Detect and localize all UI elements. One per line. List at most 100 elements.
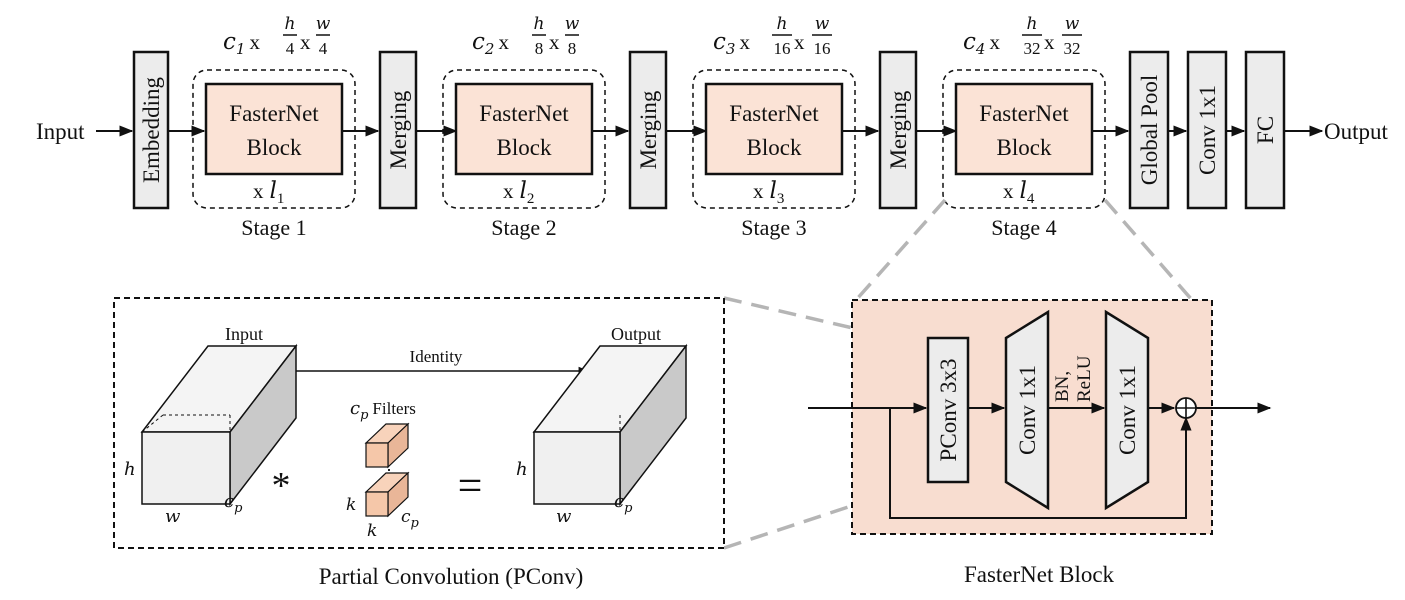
residual-add-icon — [1175, 397, 1197, 419]
stage-3-times-2: x — [794, 30, 805, 54]
input-h-label: h — [124, 459, 136, 480]
filter-cube-bottom — [364, 471, 410, 518]
svg-text:16: 16 — [774, 39, 791, 58]
pconv-caption: Partial Convolution (PConv) — [319, 564, 584, 589]
svg-text:4: 4 — [319, 39, 328, 58]
global-pool-box: Global Pool — [1128, 50, 1170, 210]
merging-box-3: Merging — [878, 50, 918, 210]
stage-4-h-fraction: h 32 — [1022, 14, 1042, 58]
fasternet-block-caption: FasterNet Block — [964, 562, 1115, 587]
output-w-label: w — [556, 506, 572, 527]
svg-text:w: w — [316, 14, 331, 34]
stage-3-w-fraction: w 16 — [812, 14, 832, 58]
stage-3-label: Stage 3 — [741, 215, 806, 240]
stage-1-block-line1: FasterNet — [229, 101, 319, 126]
merging-box-1: Merging — [378, 50, 418, 210]
conv1x1-contract: Conv 1x1 — [1104, 309, 1150, 511]
stage-3-block-line2: Block — [747, 135, 802, 160]
pipeline-input-label: Input — [36, 119, 85, 144]
svg-text:32: 32 — [1024, 39, 1041, 58]
fc-label: FC — [1253, 116, 1278, 144]
stage-1-h-fraction: h 4 — [283, 14, 297, 58]
filter-cube-top — [364, 422, 410, 469]
merging-label-3: Merging — [886, 90, 911, 169]
stage-2-block-line1: FasterNet — [479, 101, 569, 126]
conv1x1-expand: Conv 1x1 — [1004, 309, 1050, 511]
stage-2-fasternet-block — [454, 82, 594, 176]
svg-text:8: 8 — [535, 39, 544, 58]
pconv-output-label: Output — [611, 324, 661, 344]
fasternet-block-panel: PConv 3x3 Conv 1x1 BN, ReLU Conv 1x1 — [808, 299, 1272, 535]
stage-4-fasternet-block — [954, 82, 1094, 176]
filter-k-width: k — [367, 521, 377, 541]
stage-1-times-2: x — [300, 30, 311, 54]
svg-text:h: h — [1027, 14, 1038, 34]
svg-text:8: 8 — [568, 39, 577, 58]
svg-text:w: w — [815, 14, 830, 34]
fc-box: FC — [1244, 50, 1286, 210]
conv1x1-box: Conv 1x1 — [1186, 50, 1228, 210]
stage-4-times-2: x — [1044, 30, 1055, 54]
output-cp-label: cp — [614, 491, 633, 516]
conv1x1-expand-label: Conv 1x1 — [1015, 365, 1040, 455]
stage-2-w-fraction: w 8 — [565, 14, 580, 58]
svg-text:h: h — [777, 14, 788, 34]
stage-3-fasternet-block — [704, 82, 844, 176]
stage-1-block-line2: Block — [247, 135, 302, 160]
convolution-star: * — [272, 465, 291, 507]
stage-4-w-fraction: w 32 — [1062, 14, 1082, 58]
svg-text:h: h — [534, 14, 545, 34]
merging-label-2: Merging — [636, 90, 661, 169]
stage-1-fasternet-block — [204, 82, 344, 176]
svg-text:w: w — [1065, 14, 1080, 34]
svg-text:4: 4 — [286, 39, 295, 58]
stage-4-block-line1: FasterNet — [979, 101, 1069, 126]
stage-3-block-line1: FasterNet — [729, 101, 819, 126]
pconv3x3-label: PConv 3x3 — [936, 359, 961, 462]
stage-1-label: Stage 1 — [241, 215, 306, 240]
svg-text:w: w — [565, 14, 580, 34]
merging-box-2: Merging — [628, 50, 668, 210]
pconv3x3-box: PConv 3x3 — [926, 336, 970, 484]
conv1x1-label: Conv 1x1 — [1195, 85, 1220, 175]
svg-text:32: 32 — [1064, 39, 1081, 58]
stage-2-label: Stage 2 — [491, 215, 556, 240]
output-h-label: h — [516, 459, 528, 480]
filter-cp-label: cp — [401, 507, 420, 531]
global-pool-label: Global Pool — [1137, 75, 1162, 186]
stage-1-w-fraction: w 4 — [316, 14, 331, 58]
relu-label: ReLU — [1074, 355, 1095, 402]
stage-2-times-2: x — [549, 30, 560, 54]
embedding-box: Embedding — [132, 50, 170, 210]
input-cp-label: cp — [224, 491, 243, 516]
stage-2-h-fraction: h 8 — [532, 14, 546, 58]
stage-4-label: Stage 4 — [991, 215, 1056, 240]
filter-k-height: k — [346, 495, 356, 515]
conv1x1-contract-label: Conv 1x1 — [1115, 365, 1140, 455]
embedding-label: Embedding — [139, 76, 164, 183]
pipeline-output-label: Output — [1324, 119, 1389, 144]
equals-sign: = — [458, 461, 483, 510]
input-tensor — [140, 343, 298, 507]
pconv-input-label: Input — [225, 324, 263, 344]
bn-label: BN, — [1052, 371, 1073, 402]
stage-2-block-line2: Block — [497, 135, 552, 160]
merging-label-1: Merging — [386, 90, 411, 169]
stage-4-block-line2: Block — [997, 135, 1052, 160]
input-w-label: w — [165, 506, 181, 527]
stage-3-h-fraction: h 16 — [772, 14, 792, 58]
